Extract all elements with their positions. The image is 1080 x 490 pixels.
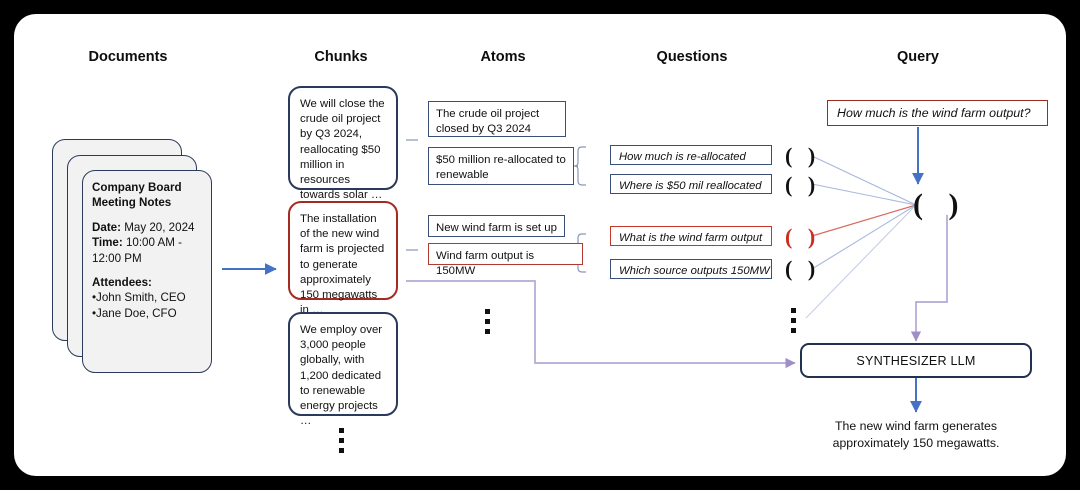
document-date-label: Date: — [92, 220, 121, 234]
document-attendees-label: Attendees: — [92, 276, 152, 290]
column-header-chunks: Chunks — [314, 49, 368, 65]
question-box-3-highlighted[interactable]: What is the wind farm output — [610, 226, 772, 246]
chunk-box-2-highlighted[interactable]: The installation of the new wind farm is… — [288, 201, 398, 316]
document-attendee-2: •Jane Doe, CFO — [92, 306, 177, 320]
question-box-4[interactable]: Which source outputs 150MW — [610, 259, 772, 279]
synthesizer-llm-box[interactable]: SYNTHESIZER LLM — [800, 343, 1032, 378]
embedding-bracket-1: ( ) — [785, 143, 821, 168]
document-date-row: Date: May 20, 2024 — [92, 220, 204, 235]
document-card-front[interactable] — [82, 170, 212, 373]
questions-ellipsis — [791, 308, 796, 338]
embedding-bracket-2: ( ) — [785, 172, 821, 197]
document-time-value: 10:00 AM - — [122, 236, 183, 250]
document-time-value-cont: 12:00 PM — [92, 251, 142, 265]
final-answer-line2: approximately 150 megawatts. — [832, 436, 1000, 450]
atom-box-3[interactable]: New wind farm is set up — [428, 215, 565, 237]
document-content: Company Board Meeting Notes Date: May 20… — [92, 180, 204, 321]
document-attendee-1: •John Smith, CEO — [92, 291, 186, 305]
document-title-line2: Meeting Notes — [92, 196, 172, 210]
atom-box-1[interactable]: The crude oil project closed by Q3 2024 — [428, 101, 566, 137]
atoms-ellipsis — [485, 309, 490, 339]
question-box-1[interactable]: How much is re-allocated — [610, 145, 772, 165]
document-time-row: Time: 10:00 AM - — [92, 235, 204, 250]
document-time-label: Time: — [92, 236, 123, 250]
chunk-box-3[interactable]: We employ over 3,000 people globally, wi… — [288, 312, 398, 427]
question-box-2[interactable]: Where is $50 mil reallocated — [610, 174, 772, 194]
chunk-box-1[interactable]: We will close the crude oil project by Q… — [288, 86, 398, 201]
column-header-documents: Documents — [88, 49, 168, 65]
atom-box-4-highlighted[interactable]: Wind farm output is 150MW — [428, 243, 583, 277]
column-header-query: Query — [897, 49, 939, 65]
chunks-ellipsis — [339, 428, 344, 458]
atom-box-2[interactable]: $50 million re-allocated to renewable — [428, 147, 574, 185]
embedding-bracket-3-highlighted: ( ) — [785, 224, 821, 249]
query-embedding-bracket: ( ) — [913, 188, 968, 221]
document-date-value: May 20, 2024 — [121, 220, 195, 234]
final-answer: The new wind farm generates approximatel… — [806, 418, 1026, 452]
document-title-line1: Company Board — [92, 181, 182, 194]
column-header-atoms: Atoms — [480, 49, 526, 65]
query-box[interactable]: How much is the wind farm output? — [827, 100, 1048, 126]
final-answer-line1: The new wind farm generates — [835, 419, 997, 433]
embedding-bracket-4: ( ) — [785, 256, 821, 281]
column-header-questions: Questions — [656, 49, 728, 65]
